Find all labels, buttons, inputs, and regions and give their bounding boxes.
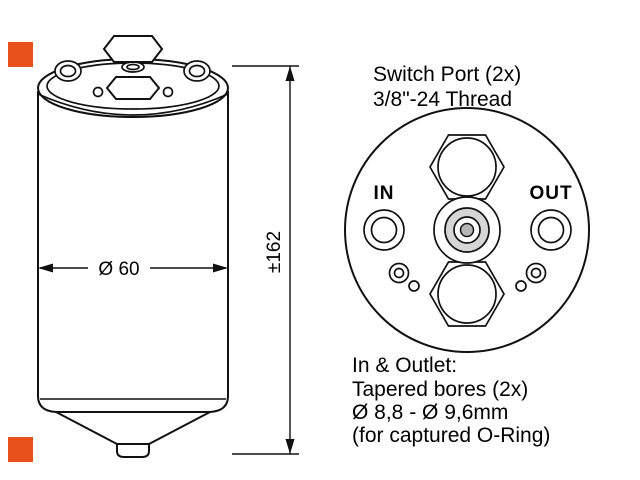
oring-pin-right (515, 280, 527, 292)
switch-port-note-line2: 3/8"-24 Thread (373, 88, 512, 111)
cap-hole-right (162, 86, 174, 98)
out-port-label: OUT (529, 183, 572, 204)
in-port-label: IN (374, 183, 395, 204)
height-dimension: ±162 (232, 65, 299, 455)
inlet-outlet-note-line2: Tapered bores (2x) (352, 378, 528, 401)
diameter-arrow-right (213, 263, 228, 273)
in-port-inner (370, 216, 398, 244)
center-port-core (459, 222, 475, 238)
cap-crimp-arc (37, 93, 229, 116)
bottom-taper (55, 411, 211, 445)
hex-nut-top-bore (437, 137, 497, 197)
bottom-tip (116, 443, 150, 458)
brand-mark-top-left (8, 42, 33, 67)
switch-port-note: Switch Port (2x) 3/8"-24 Thread (373, 63, 521, 111)
top-hex-fitting (102, 35, 164, 63)
hex-nut-bottom-bore (437, 264, 497, 324)
side-view (37, 35, 229, 458)
top-view: IN OUT (344, 107, 590, 353)
oring-hole-right-inner (530, 267, 542, 279)
fitting-neck-inner (126, 63, 140, 71)
inlet-outlet-note-line1: In & Outlet: (352, 354, 457, 377)
switch-port-right-inner (188, 64, 206, 78)
mid-hex-fitting (105, 76, 161, 100)
diameter-dimension: Ø 60 (38, 259, 228, 280)
height-label: ±162 (264, 231, 285, 273)
oring-pin-left (408, 280, 420, 292)
diameter-label: Ø 60 (98, 259, 139, 280)
diameter-arrow-left (38, 263, 53, 273)
inlet-outlet-note-line4: (for captured O-Ring) (352, 424, 550, 447)
oring-hole-left-inner (393, 267, 405, 279)
brand-mark-bottom-left (8, 437, 33, 462)
switch-port-note-line1: Switch Port (2x) (373, 63, 521, 86)
inlet-outlet-note-line3: Ø 8,8 - Ø 9,6mm (352, 401, 508, 424)
can-body (37, 91, 229, 413)
switch-port-left-inner (59, 64, 77, 78)
out-port-inner (537, 216, 565, 244)
cap-hole-left (92, 86, 104, 98)
height-arrow-bottom (285, 439, 295, 454)
height-arrow-top (285, 66, 295, 81)
inlet-outlet-note: In & Outlet: Tapered bores (2x) Ø 8,8 - … (352, 354, 550, 447)
